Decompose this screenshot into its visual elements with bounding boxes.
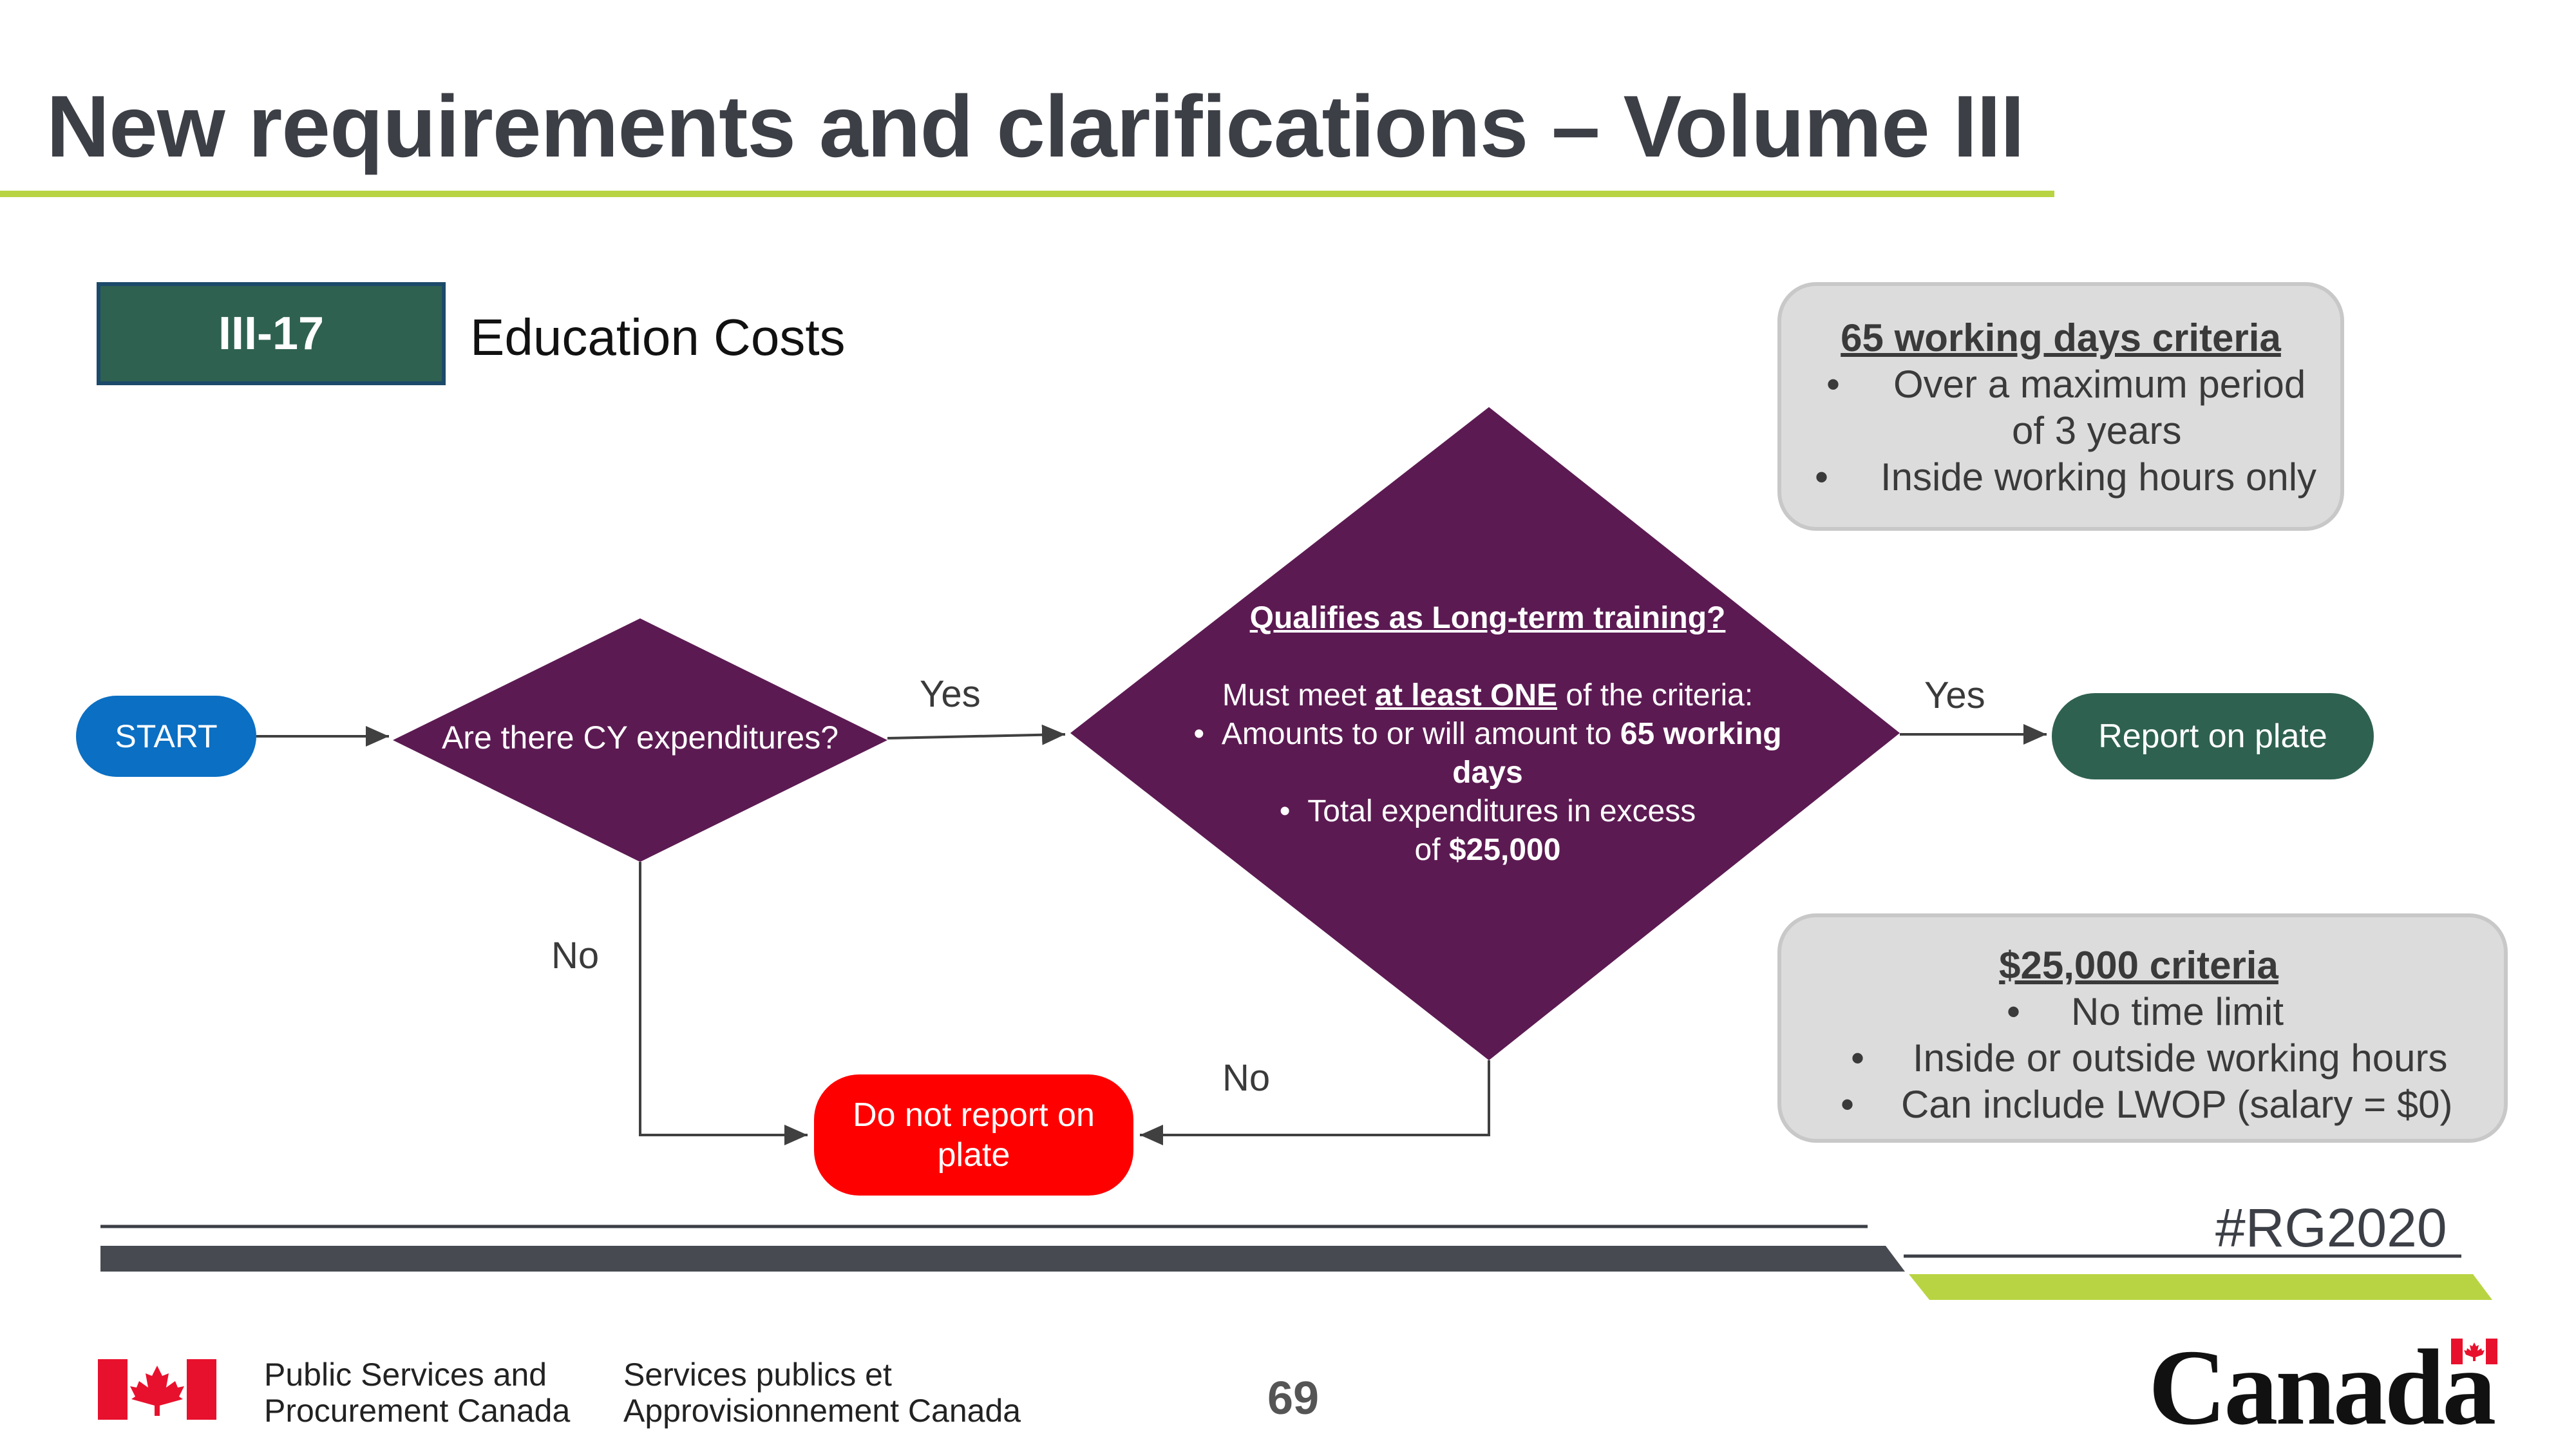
yes-label: Yes xyxy=(920,673,981,715)
report-on-plate-node: Report on plate xyxy=(2052,693,2374,779)
section-code-badge: III-17 xyxy=(97,282,446,385)
start-node: START xyxy=(76,696,256,777)
criteria-25000-item: Inside or outside working hours xyxy=(1913,1036,2448,1080)
department-name-fr: Services publics et Approvisionnement Ca… xyxy=(623,1357,1021,1429)
decision-long-term-training-text: Qualifies as Long-term training? Must me… xyxy=(1133,599,1842,870)
criteria-intro-pre: Must meet xyxy=(1222,678,1376,712)
canada-flag-icon xyxy=(98,1359,216,1420)
department-name-en: Public Services and Procurement Canada xyxy=(264,1357,570,1429)
criterion-65-bold: 65 working xyxy=(1620,717,1782,751)
criteria-25000-item: Can include LWOP (salary = $0) xyxy=(1901,1083,2453,1126)
bullet-icon: • xyxy=(1851,1036,1865,1080)
criteria-65-item: Over a maximum period xyxy=(1893,363,2306,406)
wordmark-flag-icon xyxy=(2451,1339,2497,1364)
page-number: 69 xyxy=(1267,1373,1320,1424)
criterion-25000-pre: of xyxy=(1414,833,1449,867)
connector-yes-to-long-term xyxy=(887,724,1066,745)
criterion-25000-bold: $25,000 xyxy=(1448,833,1561,867)
criteria-25000-box: $25,000 criteria • No time limit • Insid… xyxy=(1777,913,2508,1143)
criteria-25000-title: $25,000 criteria xyxy=(1999,944,2278,987)
criteria-65-days-box: 65 working days criteria • Over a maximu… xyxy=(1777,282,2344,531)
footer-green-band xyxy=(1909,1274,2492,1300)
department-fr-line: Approvisionnement Canada xyxy=(623,1393,1021,1429)
connector-no-from-long-term xyxy=(1140,1060,1490,1145)
bullet-icon: • xyxy=(2007,990,2021,1033)
bullet-icon: • xyxy=(1841,1083,1855,1126)
criterion-65-days: • Amounts to or will amount to 65 workin… xyxy=(1133,715,1842,754)
criterion-65-pre: Amounts to or will amount to xyxy=(1221,717,1620,751)
title-underline xyxy=(0,191,2054,197)
canada-wordmark: Canada xyxy=(2148,1328,2496,1447)
long-term-title: Qualifies as Long-term training? xyxy=(1249,601,1726,635)
criteria-intro-post: of the criteria: xyxy=(1557,678,1754,712)
report-on-plate-label: Report on plate xyxy=(2098,718,2327,755)
bullet-icon: • xyxy=(1193,717,1222,751)
bullet-icon: • xyxy=(1815,455,1829,499)
bullet-icon: • xyxy=(1279,794,1308,828)
criteria-intro: Must meet at least ONE of the criteria: xyxy=(1133,676,1842,715)
criterion-65-days-cont: days xyxy=(1452,756,1523,790)
footer-bands xyxy=(100,1225,2492,1300)
yes-label: Yes xyxy=(1924,674,1985,716)
page-title: New requirements and clarifications – Vo… xyxy=(46,77,2025,175)
criterion-25000-line1: Total expenditures in excess xyxy=(1307,794,1696,828)
department-fr-line: Services publics et xyxy=(623,1357,892,1393)
criterion-25000: • Total expenditures in excess xyxy=(1133,792,1842,831)
start-label: START xyxy=(115,718,218,754)
hashtag: #RG2020 xyxy=(2215,1197,2447,1258)
decision-long-term-training-shape xyxy=(1070,407,1900,1060)
connector-no-from-cy xyxy=(639,862,808,1145)
criteria-65-item: Inside working hours only xyxy=(1880,455,2317,499)
no-label: No xyxy=(551,935,600,977)
no-label: No xyxy=(1222,1057,1271,1099)
do-not-report-label: Do not report on plate xyxy=(853,1096,1095,1174)
criteria-65-title: 65 working days criteria xyxy=(1841,316,2281,359)
department-en-line: Procurement Canada xyxy=(264,1393,571,1429)
criterion-25000-cont: of $25,000 xyxy=(1133,831,1842,870)
decision-cy-expenditures-shape xyxy=(393,618,887,862)
criteria-25000-item: No time limit xyxy=(2071,990,2284,1033)
decision-cy-expenditures-label: Are there CY expenditures? xyxy=(441,720,839,756)
section-code: III-17 xyxy=(218,308,325,359)
do-not-report-node: Do not report on plate xyxy=(814,1074,1133,1196)
criteria-intro-emphasis: at least ONE xyxy=(1375,678,1558,712)
department-en-line: Public Services and xyxy=(264,1357,547,1393)
footer-dark-band xyxy=(100,1246,1905,1272)
section-label: Education Costs xyxy=(470,309,846,366)
criteria-65-item: of 3 years xyxy=(2012,409,2182,452)
bullet-icon: • xyxy=(1826,363,1841,406)
